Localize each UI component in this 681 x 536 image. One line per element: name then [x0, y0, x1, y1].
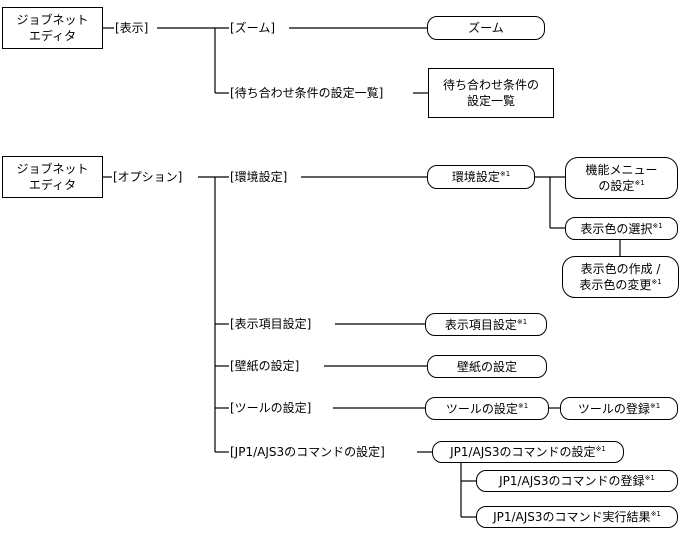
- menu-view: [表示]: [114, 21, 150, 35]
- menu-item-jp1-command: [JP1/AJS3のコマンドの設定]: [229, 445, 386, 459]
- footnote-mark: ※1: [516, 317, 528, 326]
- dialog-zoom: ズーム: [427, 16, 545, 40]
- menu-item-wallpaper: [壁紙の設定]: [229, 359, 301, 373]
- dialog-display-item: 表示項目設定※1: [425, 313, 547, 336]
- dialog-label: 表示色の作成 /: [580, 262, 661, 276]
- window-line: エディタ: [28, 29, 77, 43]
- window-line: エディタ: [28, 178, 77, 192]
- jobnet-editor-window-1: ジョブネット エディタ: [2, 7, 103, 49]
- dialog-label: 表示色の選択※1: [580, 221, 663, 236]
- dialog-label: 待ち合わせ条件の: [442, 78, 539, 92]
- footnote-mark: ※1: [499, 170, 511, 178]
- menu-options: [オプション]: [112, 170, 184, 184]
- dialog-label: 壁紙の設定: [456, 359, 517, 374]
- dialog-label: JP1/AJS3のコマンドの設定※1: [450, 445, 606, 459]
- dialog-label: 表示項目設定※1: [444, 317, 528, 332]
- dialog-jp1-register: JP1/AJS3のコマンドの登録※1: [476, 470, 678, 492]
- dialog-label: ツールの設定※1: [445, 401, 529, 416]
- dialog-display-color-create: 表示色の作成 / 表示色の変更※1: [562, 256, 679, 298]
- dialog-func-menu: 機能メニュー の設定※1: [565, 157, 678, 199]
- dialog-label: 設定一覧: [466, 94, 515, 108]
- footnote-mark: ※1: [595, 445, 606, 453]
- dialog-label: 表示色の変更※1: [579, 278, 662, 292]
- footnote-mark: ※1: [644, 474, 655, 482]
- window-line: ジョブネット: [16, 162, 89, 176]
- dialog-jp1-result: JP1/AJS3のコマンド実行結果※1: [476, 506, 678, 528]
- dialog-env-settings: 環境設定※1: [427, 165, 535, 189]
- footnote-mark: ※1: [650, 510, 661, 518]
- menu-item-display-item: [表示項目設定]: [229, 317, 313, 331]
- dialog-label: ズーム: [468, 21, 504, 35]
- dialog-tool-register: ツールの登録※1: [560, 397, 678, 420]
- menu-item-wait-list: [待ち合わせ条件の設定一覧]: [229, 86, 385, 100]
- footnote-mark: ※1: [634, 179, 645, 187]
- footnote-mark: ※1: [517, 401, 529, 410]
- dialog-label: JP1/AJS3のコマンドの登録※1: [499, 474, 655, 488]
- footnote-mark: ※1: [652, 221, 663, 230]
- footnote-mark: ※1: [651, 278, 662, 286]
- dialog-label: 環境設定※1: [451, 170, 511, 184]
- jobnet-editor-window-2: ジョブネット エディタ: [2, 156, 103, 198]
- dialog-label: JP1/AJS3のコマンド実行結果※1: [493, 510, 661, 524]
- dialog-display-color-select: 表示色の選択※1: [565, 217, 678, 240]
- dialog-label: 機能メニュー: [585, 163, 658, 177]
- dialog-tool: ツールの設定※1: [425, 397, 549, 420]
- menu-item-zoom: [ズーム]: [229, 21, 277, 35]
- dialog-label: の設定※1: [598, 179, 645, 193]
- menu-item-tool: [ツールの設定]: [229, 401, 313, 415]
- dialog-jp1-command: JP1/AJS3のコマンドの設定※1: [432, 441, 624, 463]
- window-line: ジョブネット: [16, 13, 89, 27]
- footnote-mark: ※1: [649, 401, 661, 410]
- dialog-wait-list: 待ち合わせ条件の 設定一覧: [428, 68, 554, 118]
- menu-item-env-settings: [環境設定]: [229, 170, 289, 184]
- dialog-wallpaper: 壁紙の設定: [427, 355, 547, 378]
- dialog-label: ツールの登録※1: [577, 401, 661, 416]
